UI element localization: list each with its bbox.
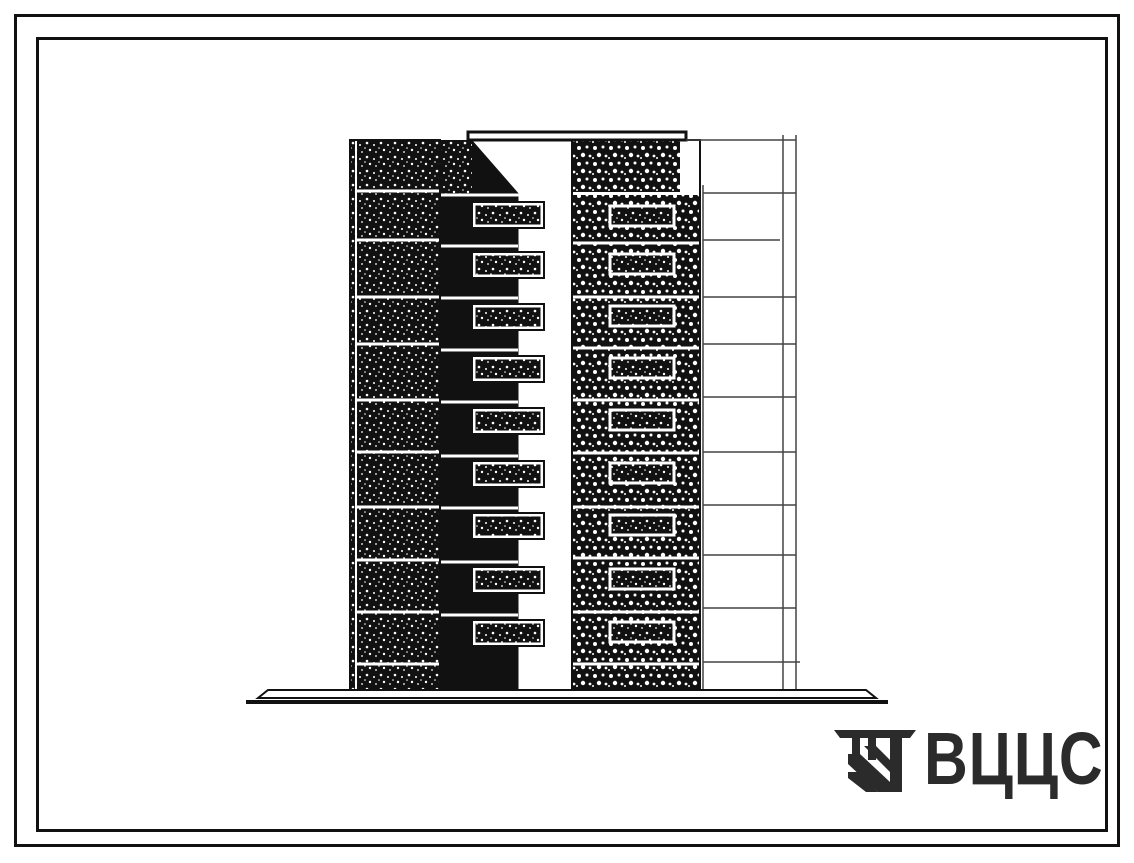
right-wall-column <box>572 140 700 692</box>
side-projection-lines <box>686 135 800 692</box>
vtsts-logo: ВЦЦС <box>834 717 1134 800</box>
drawing-outer-frame <box>14 14 1120 847</box>
left-wall-column <box>350 140 440 692</box>
ground-base <box>246 689 888 704</box>
logo-text: ВЦЦС <box>924 717 1104 800</box>
drawing-inner-frame <box>36 37 1108 832</box>
roof-parapet <box>466 130 688 142</box>
right-windows <box>608 204 676 644</box>
stylized-tower-emblem-icon <box>834 730 916 792</box>
left-balcony-windows <box>471 201 545 647</box>
floor-slab-lines <box>440 193 572 617</box>
